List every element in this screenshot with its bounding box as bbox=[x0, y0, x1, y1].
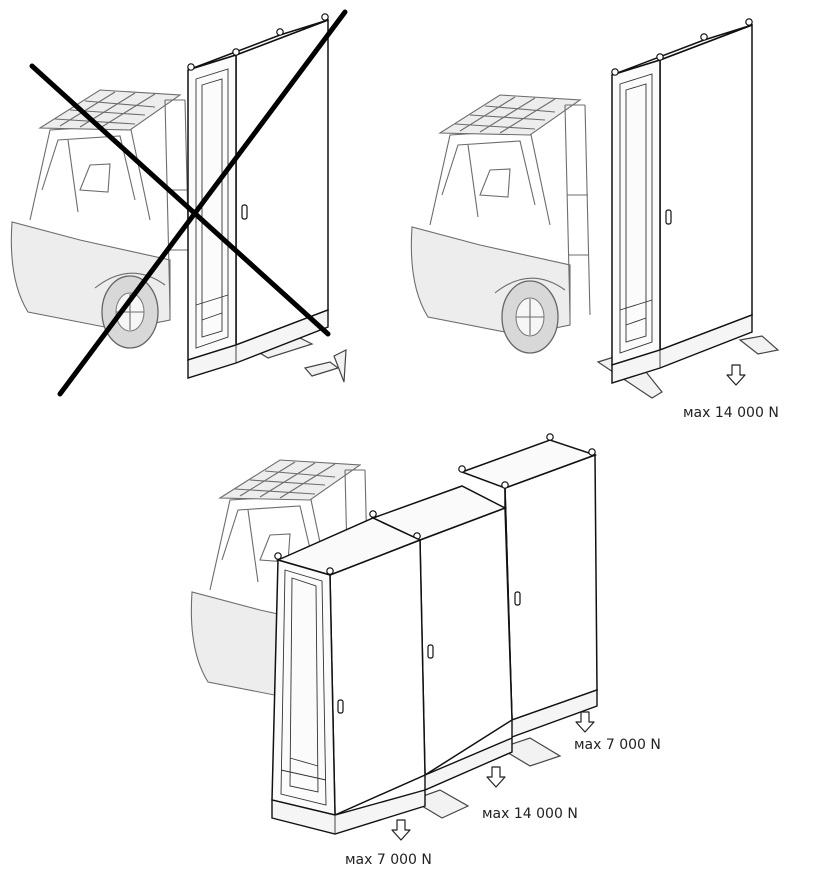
load-label-suite-center: мах 14 000 N bbox=[482, 806, 578, 822]
panel-prohibited bbox=[10, 9, 348, 397]
down-arrow-icon bbox=[726, 364, 746, 386]
load-label-suite-left: мах 7 000 N bbox=[345, 852, 432, 868]
load-label-single: мах 14 000 N bbox=[683, 405, 779, 421]
long-fork bbox=[498, 737, 562, 767]
down-arrow-icon bbox=[391, 819, 411, 841]
short-fork bbox=[303, 361, 340, 377]
panel-cabinet-suite bbox=[190, 433, 598, 841]
long-fork bbox=[410, 789, 470, 819]
tilt-wedge bbox=[333, 348, 347, 383]
down-arrow-icon bbox=[486, 766, 506, 788]
panel-allowed-single bbox=[410, 18, 780, 399]
cabinet-suite bbox=[271, 433, 598, 835]
load-label-suite-right: мах 7 000 N bbox=[574, 737, 661, 753]
forklift-right bbox=[410, 94, 591, 354]
cross-out-icon bbox=[29, 9, 348, 397]
cabinet-single-right bbox=[611, 18, 753, 384]
down-arrow-icon bbox=[575, 711, 595, 733]
long-fork bbox=[738, 335, 780, 355]
